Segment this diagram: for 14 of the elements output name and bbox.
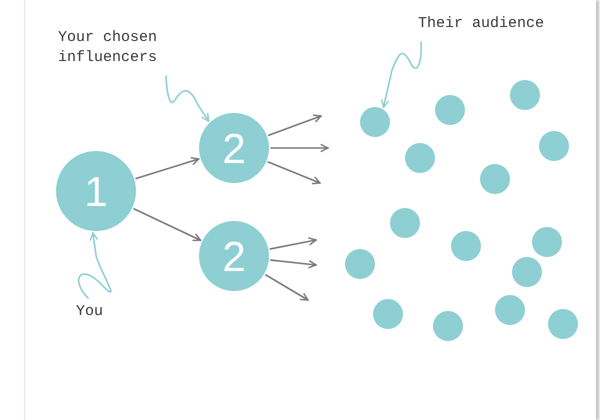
- annotation-text: You: [76, 302, 112, 322]
- arrow: [270, 144, 329, 152]
- arrow: [268, 114, 322, 136]
- annotation-text: Your chosen influencers: [58, 28, 168, 68]
- leader-arrow: [78, 232, 112, 299]
- leader-arrow: [380, 41, 422, 108]
- arrow: [265, 274, 309, 301]
- arrow: [270, 259, 317, 269]
- annotation-text: Their audience: [418, 14, 570, 34]
- arrow: [135, 157, 200, 180]
- arrow: [133, 208, 202, 242]
- leader-arrow: [165, 75, 210, 122]
- arrow: [270, 237, 317, 250]
- arrow: [267, 161, 321, 184]
